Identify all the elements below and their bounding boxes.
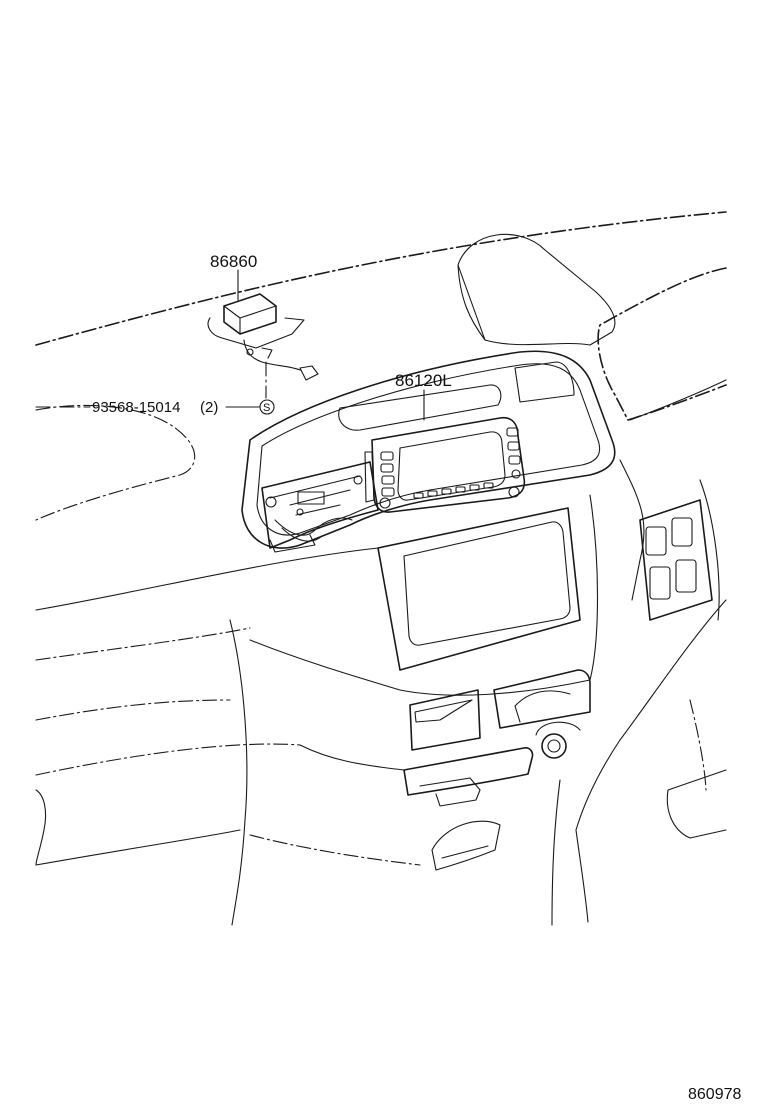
screw-symbol-icon: S <box>259 399 275 415</box>
label-screw-part: 93568-15014 <box>92 399 180 416</box>
center-console-frame <box>241 350 616 549</box>
label-86860: 86860 <box>210 252 257 271</box>
mounting-bracket <box>261 451 379 553</box>
center-vents <box>409 669 591 751</box>
left-lower-dash <box>35 699 421 866</box>
right-switch-cluster <box>619 459 720 621</box>
dashboard-top-outline <box>35 211 727 521</box>
navigation-unit <box>371 416 526 513</box>
nav-right-buttons <box>506 427 521 479</box>
antenna-amplifier <box>207 293 319 381</box>
nav-left-buttons <box>380 451 395 497</box>
nav-bottom-buttons <box>413 482 494 499</box>
label-screw-qty: (2) <box>200 399 218 416</box>
right-lower-dash <box>551 599 727 926</box>
screw-symbol-label: S <box>263 402 270 414</box>
illustration-code: 860978 <box>688 1086 741 1103</box>
label-86120L: 86120L <box>395 371 452 390</box>
climate-panel <box>403 721 581 871</box>
lower-console <box>35 494 599 926</box>
